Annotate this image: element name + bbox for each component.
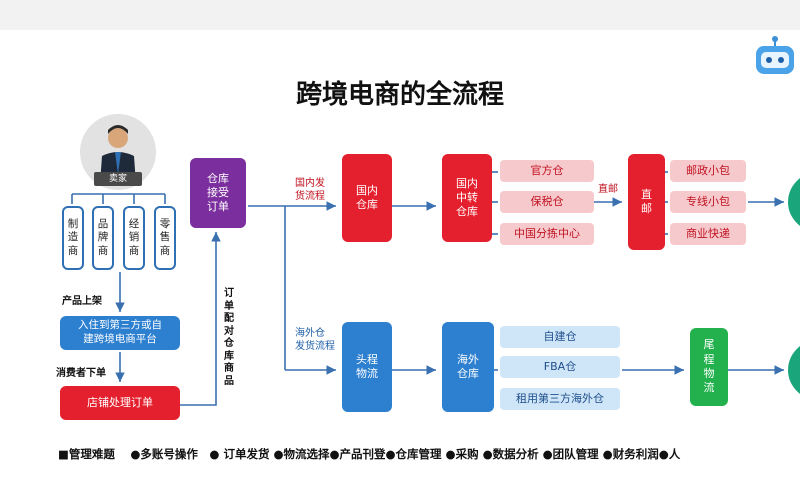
label-overseas-route: 海外仓 发货流程 [295, 328, 335, 352]
domestic-option-sorting: 中国分拣中心 [500, 223, 594, 245]
slide: 跨境电商的全流程 卖家 制 造 商 品 牌 商 经 销 商 零 售 商 产品上架… [0, 30, 800, 500]
domestic-transit-box: 国内 中转 仓库 [442, 154, 492, 242]
platform-box: 入住到第三方或自 建跨境电商平台 [60, 316, 180, 350]
overseas-option-self: 自建仓 [500, 326, 620, 348]
top-bar [0, 0, 800, 30]
first-leg-box: 头程 物流 [342, 322, 392, 412]
seller-label: 卖家 [94, 172, 142, 186]
consumer-avatar-bottom [786, 346, 800, 394]
mail-option-postal: 邮政小包 [670, 160, 746, 182]
label-product-listing: 产品上架 [62, 296, 102, 307]
mail-option-express: 商业快递 [670, 223, 746, 245]
page-title: 跨境电商的全流程 [295, 80, 504, 110]
domestic-option-bonded: 保税仓 [500, 191, 594, 213]
role-brand: 品 牌 商 [92, 206, 114, 270]
overseas-option-third-party: 租用第三方海外仓 [500, 388, 620, 410]
arrow-to-warehouse-accept [180, 232, 221, 406]
robot-logo-icon [752, 36, 798, 78]
overseas-option-fba: FBA仓 [500, 356, 620, 378]
management-issues-line: ■管理难题 ●多账号操作 ● 订单发货 ●物流选择●产品刊登●仓库管理 ●采购 … [58, 447, 681, 461]
label-domestic-route: 国内发 货流程 [295, 178, 325, 202]
role-distributor: 经 销 商 [123, 206, 145, 270]
last-mile-box: 尾 程 物 流 [690, 328, 728, 406]
role-manufacturer: 制 造 商 [62, 206, 84, 270]
overseas-warehouse-box: 海外 仓库 [442, 322, 494, 412]
connector-lines [71, 171, 784, 406]
role-retailer: 零 售 商 [154, 206, 176, 270]
label-consumer-order: 消费者下单 [56, 368, 106, 379]
domestic-warehouse-box: 国内 仓库 [342, 154, 392, 242]
label-direct-mail: 直邮 [598, 184, 618, 195]
store-order-box: 店铺处理订单 [60, 386, 180, 420]
consumer-avatar-top [786, 178, 800, 226]
label-order-match: 订 单 配 对 仓 库 商 品 [224, 288, 234, 387]
warehouse-accept-box: 仓库 接受 订单 [190, 158, 246, 228]
domestic-option-official: 官方仓 [500, 160, 594, 182]
direct-mail-box: 直 邮 [628, 154, 665, 250]
mail-option-dedicated: 专线小包 [670, 191, 746, 213]
